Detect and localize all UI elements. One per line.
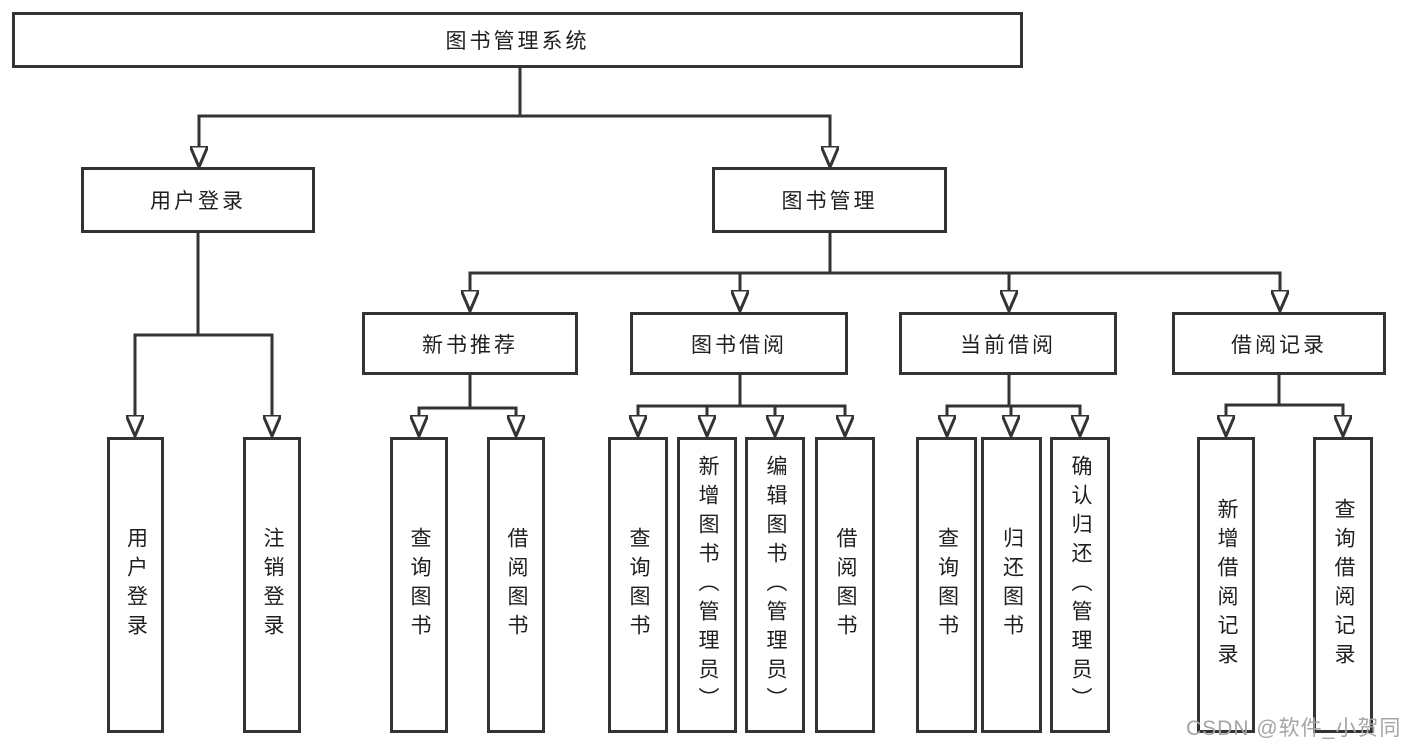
leaf-label: 借阅图书 — [505, 527, 528, 643]
leaf-label: 编辑图书（管理员） — [764, 454, 787, 716]
leaf-label: 新增图书（管理员） — [696, 454, 719, 716]
node-leaf-newbook-query: 查询图书 — [390, 437, 448, 733]
leaf-label: 用户登录 — [124, 527, 148, 643]
leaf-label: 查询图书 — [408, 527, 431, 643]
node-user-login: 用户登录 — [81, 167, 315, 233]
node-leaf-record-add: 新增借阅记录 — [1197, 437, 1255, 733]
node-leaf-borrow-edit-admin: 编辑图书（管理员） — [745, 437, 805, 733]
node-book-borrow: 图书借阅 — [630, 312, 848, 375]
node-leaf-current-confirm-admin: 确认归还（管理员） — [1050, 437, 1110, 733]
leaf-label: 注销登录 — [261, 527, 284, 643]
node-leaf-record-query: 查询借阅记录 — [1313, 437, 1373, 733]
leaf-label: 借阅图书 — [834, 527, 857, 643]
node-current-borrow: 当前借阅 — [899, 312, 1117, 375]
node-book-management: 图书管理 — [712, 167, 947, 233]
node-leaf-borrow-query: 查询图书 — [608, 437, 668, 733]
node-leaf-newbook-borrow: 借阅图书 — [487, 437, 545, 733]
node-leaf-logout: 注销登录 — [243, 437, 301, 733]
node-new-book-recommend: 新书推荐 — [362, 312, 578, 375]
leaf-label: 查询图书 — [935, 527, 959, 643]
leaf-label: 归还图书 — [1000, 527, 1024, 643]
csdn-watermark: CSDN @软件_小贺同学 — [1186, 717, 1402, 740]
node-leaf-borrow-add-admin: 新增图书（管理员） — [677, 437, 737, 733]
leaf-label: 确认归还（管理员） — [1069, 454, 1092, 716]
node-leaf-user-login: 用户登录 — [107, 437, 164, 733]
node-leaf-current-return: 归还图书 — [981, 437, 1042, 733]
node-library-system: 图书管理系统 — [12, 12, 1023, 68]
leaf-label: 查询借阅记录 — [1332, 498, 1355, 672]
node-leaf-current-query: 查询图书 — [916, 437, 977, 733]
leaf-label: 新增借阅记录 — [1215, 498, 1238, 672]
node-borrow-record: 借阅记录 — [1172, 312, 1386, 375]
node-leaf-borrow-book: 借阅图书 — [815, 437, 875, 733]
leaf-label: 查询图书 — [627, 527, 650, 643]
